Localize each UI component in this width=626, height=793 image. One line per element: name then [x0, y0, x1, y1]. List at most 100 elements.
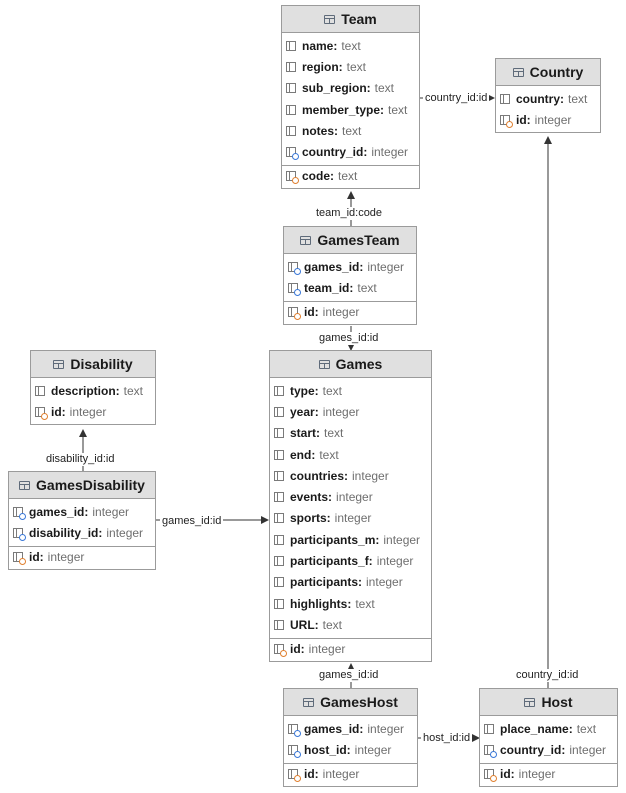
table-header[interactable]: Games [270, 351, 431, 378]
foreign-key-icon [288, 744, 301, 758]
field-row-country[interactable]: country:text [496, 88, 600, 109]
field-row-id[interactable]: id:integer [9, 547, 155, 568]
field-type: integer [383, 532, 421, 547]
field-row-country-id[interactable]: country_id:integer [282, 141, 419, 162]
table-header[interactable]: Country [496, 59, 600, 86]
table-header[interactable]: GamesDisability [9, 472, 155, 499]
field-row-participants-f[interactable]: participants_f:integer [270, 550, 431, 571]
field-type: text [324, 426, 344, 441]
field-row-host-id[interactable]: host_id:integer [284, 739, 417, 760]
column-icon [274, 449, 284, 460]
field-type: text [355, 596, 375, 611]
field-type: integer [334, 511, 372, 526]
field-row-games-id[interactable]: games_id:integer [9, 501, 155, 522]
field-row-type[interactable]: type:text [270, 380, 431, 401]
column-icon [274, 492, 284, 503]
field-type: text [374, 81, 395, 96]
field-row-games-id[interactable]: games_id:integer [284, 718, 417, 739]
table-header[interactable]: Team [282, 6, 419, 33]
field-row-highlights[interactable]: highlights:text [270, 593, 431, 614]
foreign-key-icon [288, 723, 301, 737]
field-row-id[interactable]: id:integer [284, 764, 417, 785]
field-name: countries: [290, 468, 349, 483]
field-row-sports[interactable]: sports:integer [270, 508, 431, 529]
column-icon [274, 577, 284, 588]
field-row-description[interactable]: description:text [31, 380, 155, 401]
field-name: type: [290, 383, 319, 398]
field-type: integer [69, 404, 107, 419]
field-row-games-id[interactable]: games_id:integer [284, 256, 416, 277]
relation-label-gamesteam-team: team_id:code [314, 207, 385, 220]
field-type: integer [367, 259, 405, 274]
field-name: disability_id: [29, 525, 103, 540]
field-row-sub-region[interactable]: sub_region:text [282, 78, 419, 99]
field-name: id: [304, 305, 319, 320]
field-name: country: [516, 91, 564, 106]
field-name: start: [290, 426, 321, 441]
field-row-notes[interactable]: notes:text [282, 120, 419, 141]
table-header[interactable]: GamesTeam [284, 227, 416, 254]
table-icon [318, 359, 330, 369]
field-row-countries[interactable]: countries:integer [270, 465, 431, 486]
field-row-end[interactable]: end:text [270, 444, 431, 465]
field-name: id: [290, 642, 305, 657]
field-row-place-name[interactable]: place_name:text [480, 718, 617, 739]
field-row-team-id[interactable]: team_id:text [284, 277, 416, 298]
field-type: integer [534, 112, 572, 127]
field-row-year[interactable]: year:integer [270, 401, 431, 422]
field-row-id[interactable]: id:integer [480, 764, 617, 785]
key-separator: id:integer [284, 762, 417, 786]
column-icon [286, 125, 296, 136]
field-type: text [388, 102, 408, 117]
field-name: games_id: [304, 259, 364, 274]
field-row-id[interactable]: id:integer [496, 109, 600, 130]
field-type: integer [352, 468, 389, 483]
field-row-id[interactable]: id:integer [270, 639, 431, 660]
field-type: integer [366, 575, 403, 590]
relation-label-team-country: country_id:id [423, 92, 490, 105]
column-icon [286, 61, 296, 72]
table-icon [19, 480, 31, 490]
field-row-start[interactable]: start:text [270, 423, 431, 444]
table-header[interactable]: Disability [31, 351, 155, 378]
field-row-participants-m[interactable]: participants_m:integer [270, 529, 431, 550]
relation-label-gamesdisability-games: games_id:id [160, 515, 224, 528]
field-type: integer [371, 145, 409, 160]
field-row-code[interactable]: code:text [282, 166, 419, 187]
field-row-URL[interactable]: URL:text [270, 614, 431, 635]
column-icon [274, 513, 284, 524]
field-name: id: [500, 767, 515, 782]
table-header[interactable]: GamesHost [284, 689, 417, 716]
field-row-id[interactable]: id:integer [284, 302, 416, 323]
field-name: team_id: [304, 280, 354, 295]
table-icon [524, 697, 536, 707]
field-type: text [319, 447, 339, 462]
field-row-participants[interactable]: participants:integer [270, 572, 431, 593]
field-name: description: [51, 383, 120, 398]
table-header[interactable]: Host [480, 689, 617, 716]
primary-key-icon [288, 769, 301, 783]
field-name: URL: [290, 617, 319, 632]
primary-key-icon [288, 307, 301, 321]
field-name: name: [302, 38, 338, 53]
field-row-name[interactable]: name:text [282, 35, 419, 56]
field-name: games_id: [29, 504, 89, 519]
field-row-region[interactable]: region:text [282, 56, 419, 77]
field-row-id[interactable]: id:integer [31, 401, 155, 422]
field-type: integer [47, 550, 85, 565]
field-row-events[interactable]: events:integer [270, 486, 431, 507]
field-row-member-type[interactable]: member_type:text [282, 99, 419, 120]
field-name: id: [304, 767, 319, 782]
field-row-disability-id[interactable]: disability_id:integer [9, 522, 155, 543]
field-row-country-id[interactable]: country_id:integer [480, 739, 617, 760]
table-title: Host [541, 694, 573, 710]
foreign-key-icon [288, 261, 301, 275]
